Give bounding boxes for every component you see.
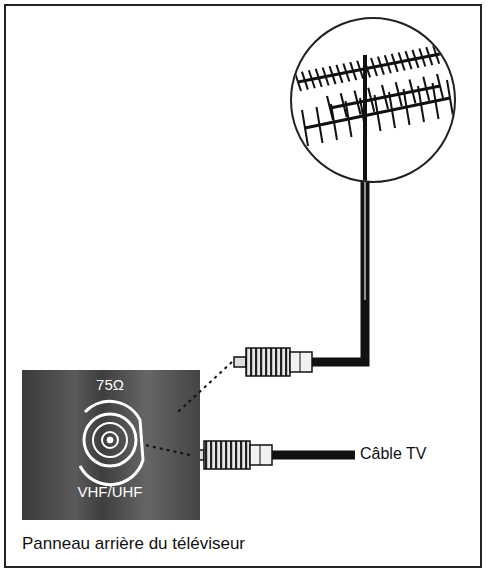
frame (5, 5, 481, 567)
coax-plug (192, 441, 272, 469)
dashed-leader (145, 445, 190, 455)
antenna (291, 18, 455, 190)
back-panel: 75Ω VHF/UHF (22, 370, 200, 520)
band-label: VHF/UHF (78, 483, 143, 500)
dashed-leader (178, 362, 232, 412)
panel-ground (22, 370, 200, 520)
cable-highlight (364, 182, 366, 300)
cable-label: Câble TV (360, 445, 426, 463)
impedance-label: 75Ω (96, 376, 124, 393)
rf-jack (80, 401, 143, 484)
antenna-cable (312, 182, 365, 362)
tv-cable (270, 451, 355, 460)
caption: Panneau arrière du téléviseur (22, 534, 245, 554)
coax-plug (234, 348, 312, 376)
